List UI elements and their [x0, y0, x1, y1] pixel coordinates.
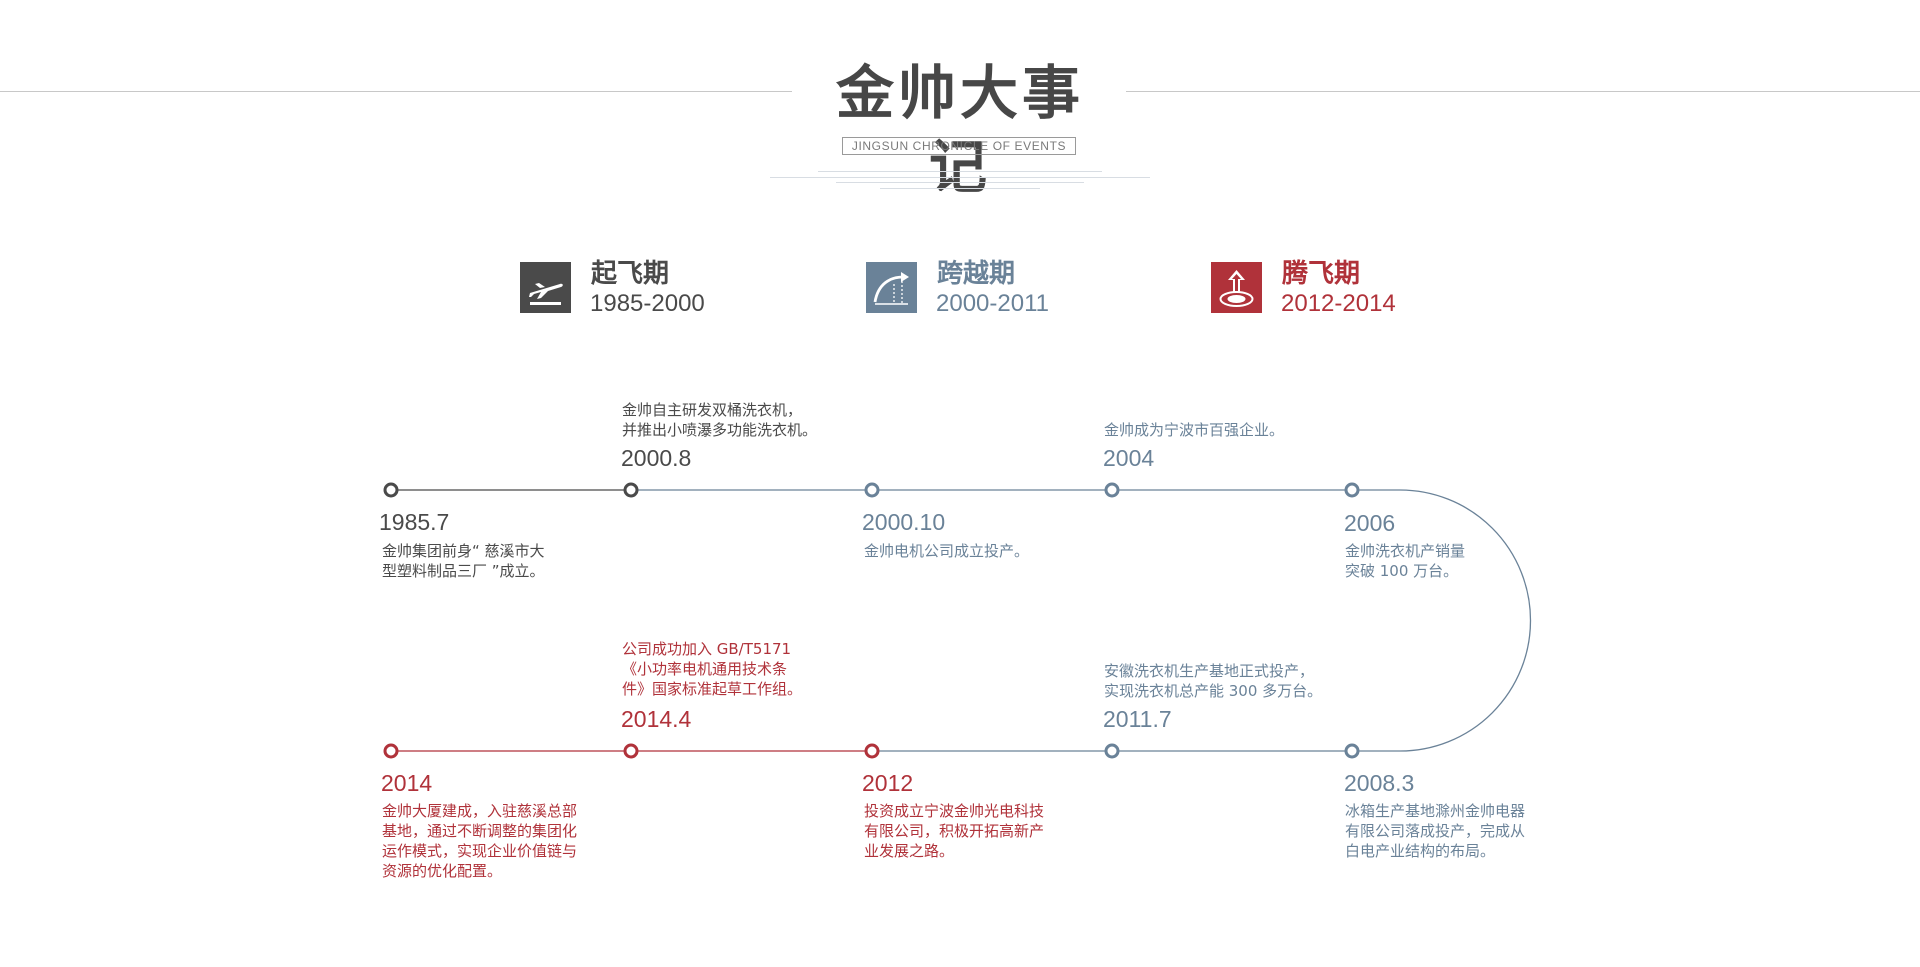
event-date-1985-7: 1985.7: [379, 509, 450, 535]
airplane-takeoff-icon: [520, 262, 571, 313]
node-2014-4: [623, 743, 639, 759]
node-2011-7: [1104, 743, 1120, 759]
event-text-2004: 金帅成为宁波市百强企业。: [1104, 421, 1285, 439]
decorative-line-2: [770, 177, 1150, 178]
node-2012: [864, 743, 880, 759]
event-date-2006: 2006: [1344, 510, 1396, 536]
node-2000-8: [623, 482, 639, 498]
node-2000-10: [864, 482, 880, 498]
node-2006: [1344, 482, 1360, 498]
event-text-2011-7: 安徽洗衣机生产基地正式投产， 实现洗衣机总产能 300 多万台。: [1104, 662, 1323, 700]
decorative-line-3: [836, 182, 1084, 183]
event-date-2000-10: 2000.10: [862, 509, 946, 535]
phase-2-years: 2000-2011: [936, 290, 1049, 317]
event-date-2000-8: 2000.8: [621, 445, 692, 471]
event-text-2014: 金帅大厦建成，入驻慈溪总部 基地，通过不断调整的集团化 运作模式，实现企业价值链…: [382, 802, 578, 880]
event-date-2014-4: 2014.4: [621, 706, 692, 732]
event-date-2012: 2012: [862, 770, 914, 796]
event-text-1985-7: 金帅集团前身“ 慈溪市大 型塑料制品三厂 ”成立。: [382, 542, 545, 580]
phase-2-name: 跨越期: [937, 259, 1016, 289]
event-date-2004: 2004: [1103, 445, 1155, 471]
phase-3-years: 2012-2014: [1281, 290, 1396, 317]
event-text-2014-4: 公司成功加入 GB/T5171 《小功率电机通用技术条 件》国家标准起草工作组。: [622, 640, 803, 698]
leap-arc-icon: [866, 262, 917, 313]
page-subtitle: JINGSUN CHRONICLE OF EVENTS: [842, 137, 1076, 155]
phase-3-name: 腾飞期: [1282, 259, 1361, 289]
event-text-2000-8: 金帅自主研发双桶洗衣机， 并推出小喷瀑多功能洗衣机。: [622, 401, 818, 439]
decorative-line-1: [818, 171, 1102, 172]
decorative-line-4: [880, 188, 1040, 189]
rise-up-icon: [1211, 262, 1262, 313]
phase-1-name: 起飞期: [591, 259, 670, 289]
header-rule-right: [1126, 91, 1920, 92]
event-date-2008-3: 2008.3: [1344, 770, 1415, 796]
node-2004: [1104, 482, 1120, 498]
node-2014: [383, 743, 399, 759]
header-rule-left: [0, 91, 792, 92]
event-text-2006: 金帅洗衣机产销量 突破 100 万台。: [1345, 542, 1466, 580]
event-text-2000-10: 金帅电机公司成立投产。: [864, 542, 1030, 560]
page-title: 金帅大事记: [835, 59, 1084, 201]
phase-1-years: 1985-2000: [590, 290, 705, 317]
event-date-2011-7: 2011.7: [1103, 706, 1172, 732]
event-text-2008-3: 冰箱生产基地滁州金帅电器 有限公司落成投产，完成从 白电产业结构的布局。: [1345, 802, 1526, 860]
event-date-2014: 2014: [381, 770, 433, 796]
node-2008-3: [1344, 743, 1360, 759]
node-1985-7: [383, 482, 399, 498]
event-text-2012: 投资成立宁波金帅光电科技 有限公司，积极开拓高新产 业发展之路。: [864, 802, 1045, 860]
